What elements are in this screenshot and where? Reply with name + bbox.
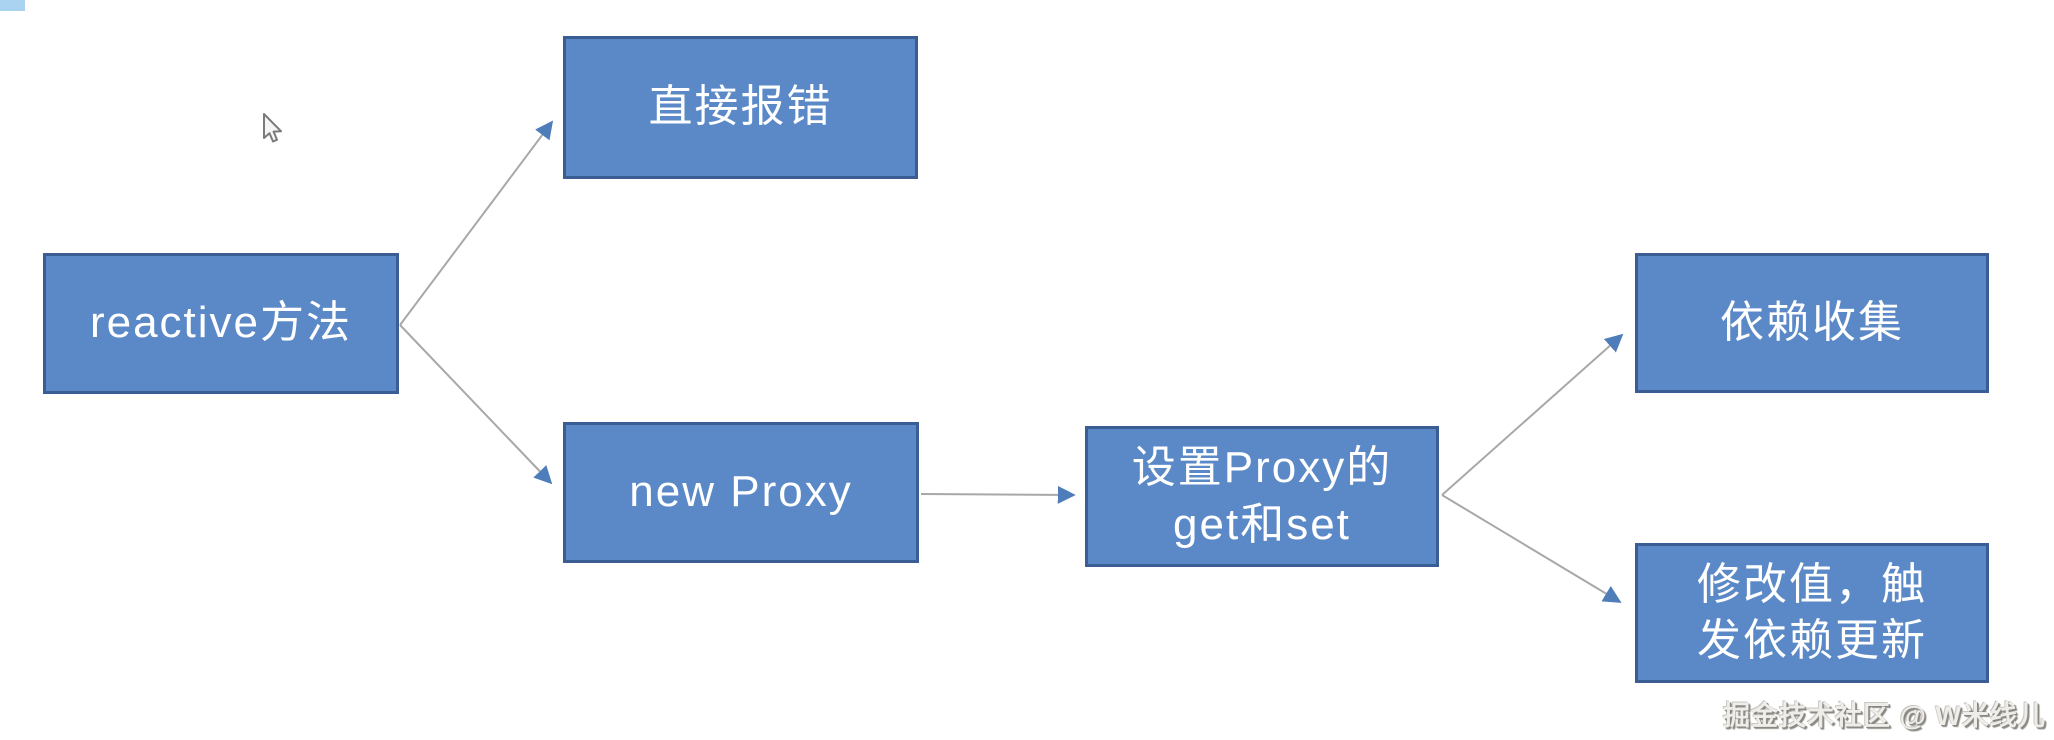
edge-proxyhandlers-to-depcollect: [1441, 333, 1624, 496]
edge-reactive-to-newproxy: [399, 324, 553, 485]
mouse-cursor-icon: [263, 113, 282, 143]
node-set-proxy-get-set: 设置Proxy的 get和set: [1085, 426, 1439, 567]
node-reactive-method: reactive方法: [43, 253, 399, 394]
watermark-text: 掘金技术社区 @ W米线儿: [1723, 701, 2046, 731]
edge-newproxy-to-proxyhandlers: [920, 485, 1076, 504]
node-dependency-collection: 依赖收集: [1635, 253, 1989, 393]
node-direct-error: 直接报错: [563, 36, 918, 179]
corner-fragment: [0, 0, 25, 11]
edge-proxyhandlers-to-triggerupdate: [1441, 494, 1622, 603]
node-trigger-dependency-update: 修改值，触 发依赖更新: [1635, 543, 1989, 683]
edge-reactive-to-error: [399, 120, 554, 326]
node-new-proxy: new Proxy: [563, 422, 919, 563]
